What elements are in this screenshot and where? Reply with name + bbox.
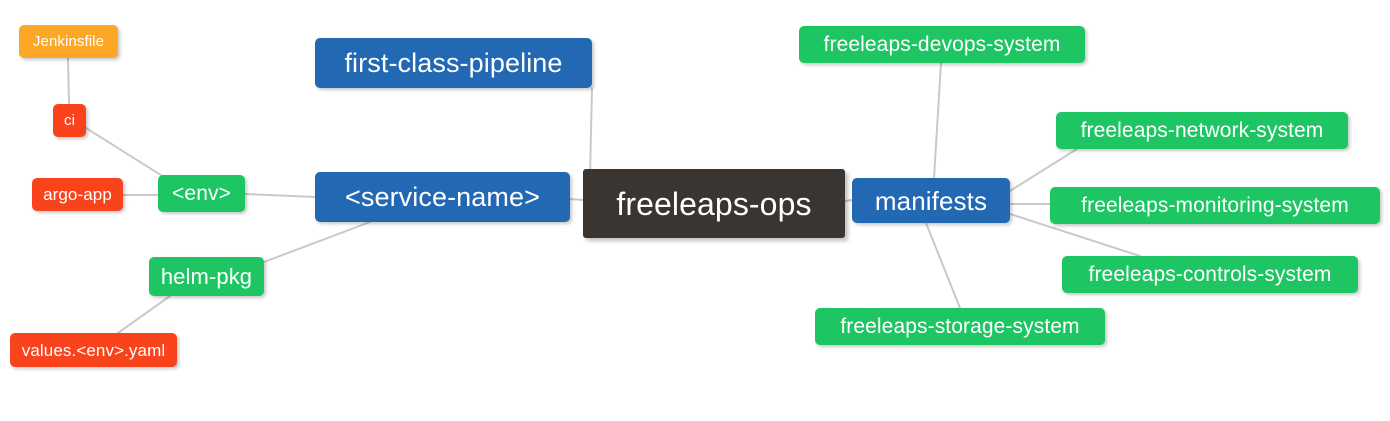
node-env[interactable]: <env> bbox=[158, 175, 245, 212]
edge-manifests-to-freeleaps-network-system bbox=[1009, 148, 1078, 192]
node-jenkinsfile[interactable]: Jenkinsfile bbox=[19, 25, 118, 58]
edge-freeleaps-ops-to-service-name bbox=[569, 198, 584, 201]
node-freeleaps-devops-system[interactable]: freeleaps-devops-system bbox=[799, 26, 1085, 63]
node-freeleaps-storage-system[interactable]: freeleaps-storage-system bbox=[815, 308, 1105, 345]
edge-freeleaps-ops-to-first-class-pipeline bbox=[589, 87, 593, 177]
node-freeleaps-ops[interactable]: freeleaps-ops bbox=[583, 169, 845, 238]
edge-service-name-to-helm-pkg bbox=[263, 221, 371, 263]
node-first-class-pipeline[interactable]: first-class-pipeline bbox=[315, 38, 592, 88]
edge-ci-to-jenkinsfile bbox=[67, 57, 70, 105]
node-helm-pkg[interactable]: helm-pkg bbox=[149, 257, 264, 296]
node-values-env-yaml[interactable]: values.<env>.yaml bbox=[10, 333, 177, 367]
node-freeleaps-controls-system[interactable]: freeleaps-controls-system bbox=[1062, 256, 1358, 293]
edge-env-to-ci bbox=[85, 127, 173, 183]
node-service-name[interactable]: <service-name> bbox=[315, 172, 570, 222]
node-manifests[interactable]: manifests bbox=[852, 178, 1010, 223]
node-freeleaps-network-system[interactable]: freeleaps-network-system bbox=[1056, 112, 1348, 149]
node-ci[interactable]: ci bbox=[53, 104, 86, 137]
edge-helm-pkg-to-values-env-yaml bbox=[117, 295, 171, 334]
edge-manifests-to-freeleaps-storage-system bbox=[925, 222, 961, 309]
edge-freeleaps-ops-to-manifests bbox=[844, 199, 853, 202]
edge-manifests-to-freeleaps-devops-system bbox=[933, 62, 942, 179]
node-argo-app[interactable]: argo-app bbox=[32, 178, 123, 211]
node-freeleaps-monitoring-system[interactable]: freeleaps-monitoring-system bbox=[1050, 187, 1380, 224]
edge-service-name-to-env bbox=[244, 193, 316, 198]
